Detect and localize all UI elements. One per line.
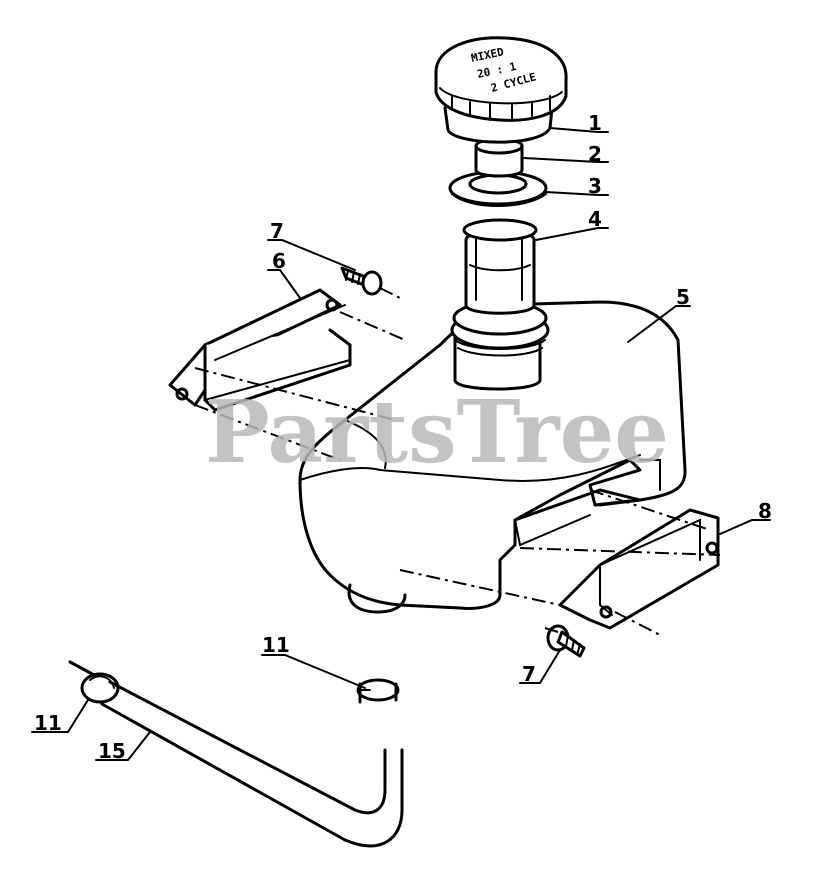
fuel-tank (298, 300, 687, 614)
clamp-left (80, 672, 120, 704)
callout-5: 5 (676, 285, 690, 309)
callout-11-left: 11 (34, 711, 62, 735)
callout-7-bottom: 7 (522, 662, 536, 686)
screw-bottom (546, 624, 586, 658)
filler-neck (450, 218, 550, 391)
callout-3: 3 (588, 174, 602, 198)
left-bracket (168, 288, 352, 412)
callout-2: 2 (588, 142, 602, 166)
gasket (474, 137, 524, 178)
fuel-line (68, 660, 404, 848)
fuel-cap: MIXED 20 : 1 2 CYCLE (434, 36, 568, 144)
callout-6: 6 (272, 249, 286, 273)
leader-lines (31, 127, 771, 761)
callout-15: 15 (98, 739, 126, 763)
callout-1: 1 (588, 111, 602, 135)
screw-top (340, 266, 383, 296)
callout-4: 4 (588, 207, 602, 231)
callout-8: 8 (758, 499, 772, 523)
callout-7-top: 7 (270, 219, 284, 243)
callout-labels: 1 2 3 4 5 6 7 8 7 11 11 15 (34, 111, 772, 763)
clamp-middle (356, 678, 400, 704)
callout-11-middle: 11 (262, 633, 290, 657)
right-bracket (558, 508, 720, 630)
watermark: PartsTree (205, 382, 669, 483)
assembly-lines (194, 287, 721, 636)
